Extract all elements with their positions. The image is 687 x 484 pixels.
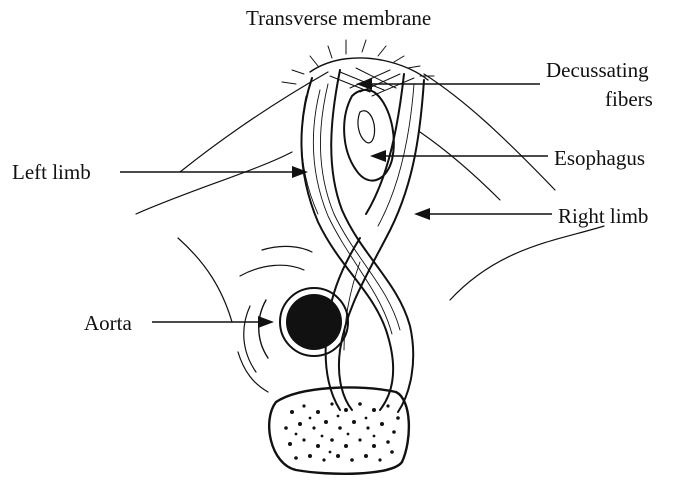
body-wall-contours <box>136 72 604 322</box>
transverse-membrane-hatching <box>282 40 434 84</box>
arrowhead-aorta <box>258 316 274 328</box>
vertebral-body <box>269 387 409 473</box>
label-left-limb: Left limb <box>12 160 91 184</box>
leader-lines <box>120 78 552 328</box>
arrowhead-esophagus <box>370 150 386 162</box>
label-aorta: Aorta <box>84 311 132 335</box>
label-decussating-fibers-line1: Decussating <box>546 58 649 82</box>
right-limb-crus <box>326 74 424 410</box>
aorta <box>238 288 348 392</box>
arrowhead-right-limb <box>414 208 430 220</box>
label-right-limb: Right limb <box>558 204 648 228</box>
label-esophagus: Esophagus <box>554 146 645 170</box>
label-transverse-membrane: Transverse membrane <box>246 6 431 30</box>
label-decussating-fibers-line2: fibers <box>605 87 653 111</box>
